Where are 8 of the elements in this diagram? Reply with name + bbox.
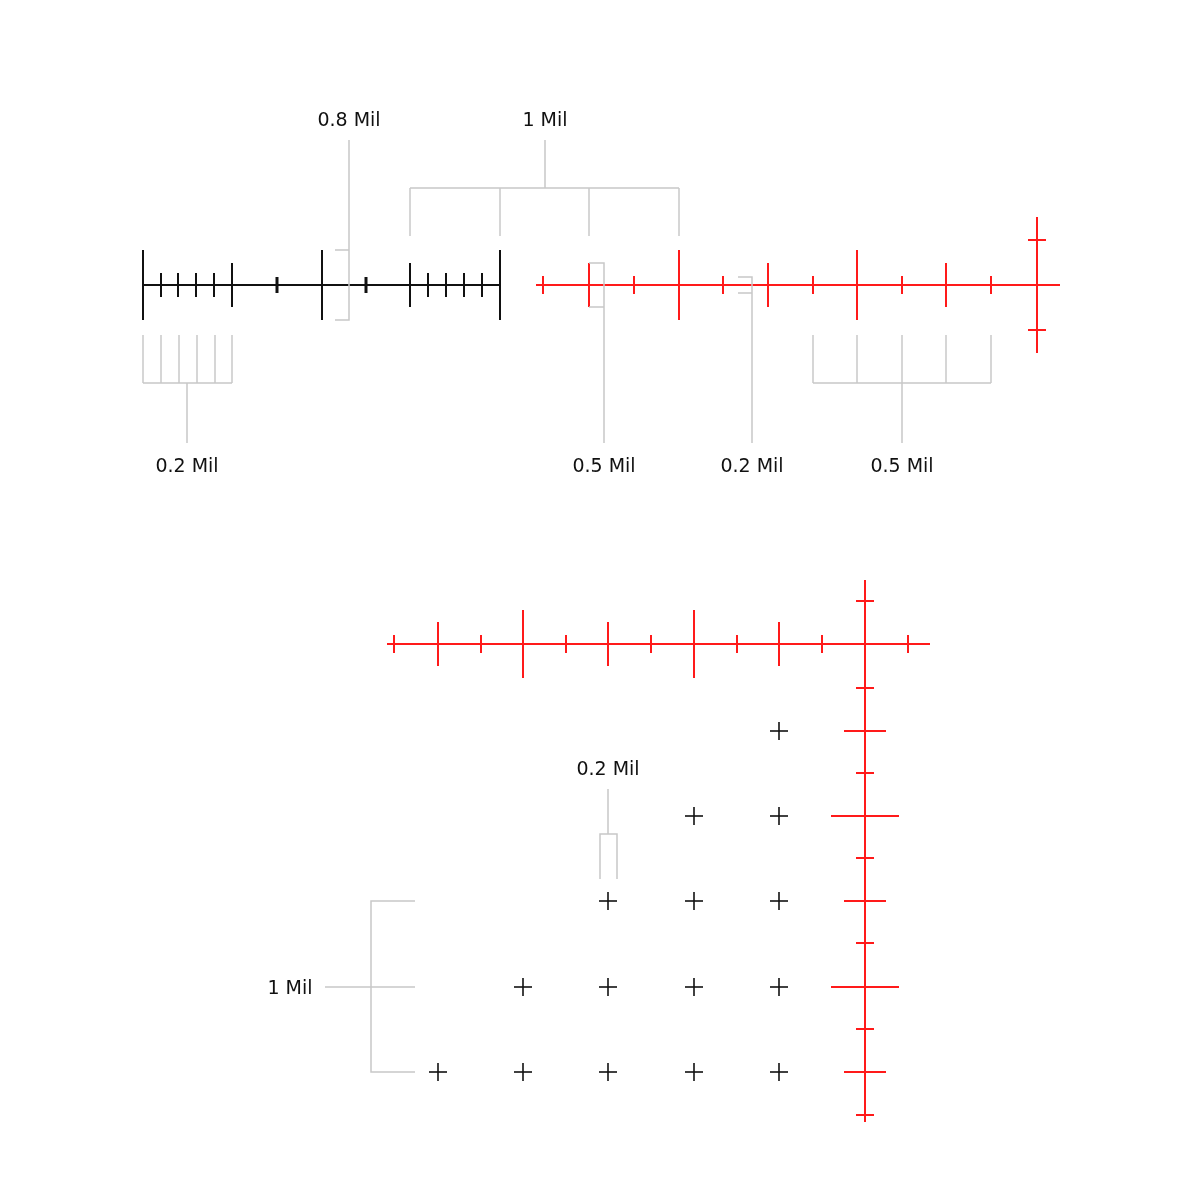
dimension-label: 1 Mil [522, 108, 568, 130]
dimension-label: 0.2 Mil [155, 454, 219, 476]
dimension-label: 0.2 Mil [576, 757, 640, 779]
dimension-label: 0.5 Mil [870, 454, 934, 476]
dimension-label: 0.2 Mil [720, 454, 784, 476]
dimension-label: 1 Mil [267, 976, 313, 998]
dimension-label: 0.5 Mil [572, 454, 636, 476]
dimension-label: 0.8 Mil [317, 108, 381, 130]
